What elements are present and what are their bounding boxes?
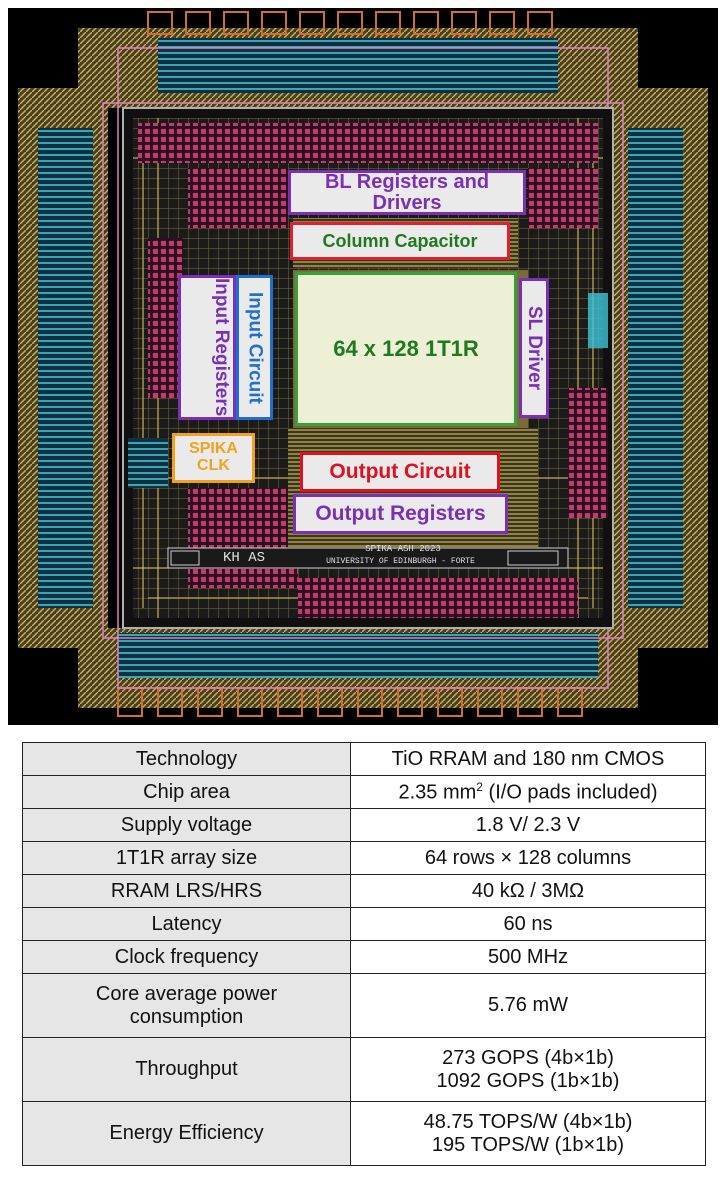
- spec-value: 500 MHz: [350, 940, 706, 974]
- spec-value: TiO RRAM and 180 nm CMOS: [350, 742, 706, 776]
- spec-value: 64 rows × 128 columns: [350, 841, 706, 875]
- table-row: Clock frequency 500 MHz: [22, 940, 706, 974]
- chip-specification-table: Technology TiO RRAM and 180 nm CMOS Chip…: [22, 742, 706, 1166]
- spec-value: 5.76 mW: [350, 973, 706, 1038]
- rram-array-label: 64 x 128 1T1R: [295, 272, 517, 426]
- chip-marking-university: UNIVERSITY OF EDINBURGH - FORTE: [326, 556, 475, 566]
- spec-value: 273 GOPS (4b×1b)1092 GOPS (1b×1b): [350, 1037, 706, 1102]
- spec-key: Chip area: [22, 775, 351, 809]
- output-circuit-label: Output Circuit: [300, 452, 500, 492]
- spec-value: 2.35 mm2 (I/O pads included): [350, 775, 706, 809]
- chip-layout-image: BL Registers and Drivers Column Capacito…: [8, 8, 718, 725]
- table-row: Technology TiO RRAM and 180 nm CMOS: [22, 742, 706, 776]
- table-row: Energy Efficiency 48.75 TOPS/W (4b×1b)19…: [22, 1101, 706, 1166]
- spec-key: Clock frequency: [22, 940, 351, 974]
- table-row: RRAM LRS/HRS 40 kΩ / 3MΩ: [22, 874, 706, 908]
- input-registers-label: Input Registers: [178, 275, 236, 420]
- table-row: Supply voltage 1.8 V/ 2.3 V: [22, 808, 706, 842]
- table-row: Throughput 273 GOPS (4b×1b)1092 GOPS (1b…: [22, 1037, 706, 1102]
- spec-value: 1.8 V/ 2.3 V: [350, 808, 706, 842]
- spec-key: Energy Efficiency: [22, 1101, 351, 1166]
- spec-key: Latency: [22, 907, 351, 941]
- bl-registers-and-drivers-label: BL Registers and Drivers: [288, 170, 526, 215]
- spec-key: Technology: [22, 742, 351, 776]
- column-capacitor-label: Column Capacitor: [290, 222, 510, 260]
- spec-key: RRAM LRS/HRS: [22, 874, 351, 908]
- chip-marking-initials: KH AS: [222, 549, 265, 566]
- input-circuit-label: Input Circuit: [236, 275, 273, 420]
- chip-marking-project: SPIKA-ASH 2023: [365, 544, 441, 555]
- table-row: 1T1R array size 64 rows × 128 columns: [22, 841, 706, 875]
- output-registers-label: Output Registers: [293, 494, 508, 534]
- spika-clk-label: SPIKA CLK: [172, 433, 255, 483]
- spec-value: 48.75 TOPS/W (4b×1b)195 TOPS/W (1b×1b): [350, 1101, 706, 1166]
- sl-driver-label: SL Driver: [519, 278, 549, 418]
- spec-key: Supply voltage: [22, 808, 351, 842]
- spec-value: 40 kΩ / 3MΩ: [350, 874, 706, 908]
- spec-key: Throughput: [22, 1037, 351, 1102]
- table-row: Latency 60 ns: [22, 907, 706, 941]
- table-row: Chip area 2.35 mm2 (I/O pads included): [22, 775, 706, 809]
- spec-key: 1T1R array size: [22, 841, 351, 875]
- spec-value: 60 ns: [350, 907, 706, 941]
